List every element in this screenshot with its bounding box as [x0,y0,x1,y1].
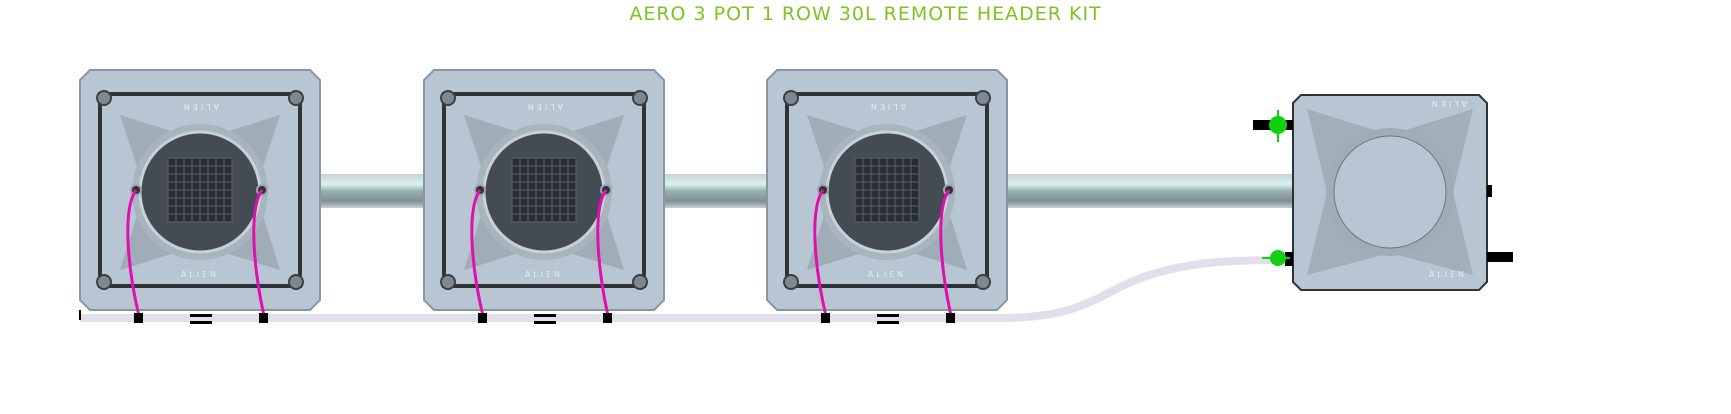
brand-logo: ALIEN [1429,270,1467,279]
brand-logo: ALIEN [181,102,219,111]
net-pot-grid-icon [854,157,920,223]
pot-rim [785,92,989,288]
drip-line [252,189,266,317]
corner-clip [975,90,991,106]
drip-line [813,189,828,317]
corner-clip [288,274,304,290]
hose-clip [190,321,212,324]
corner-clip [96,90,112,106]
brand-logo: ALIEN [868,102,906,111]
return-hose [80,256,1286,322]
hose-clip [877,321,899,324]
hose-clip [534,314,556,317]
corner-clip [632,274,648,290]
brand-logo: ALIEN [1429,99,1467,108]
drain-fitting [1487,252,1513,262]
diagram-title: AERO 3 POT 1 ROW 30L REMOTE HEADER KIT [629,3,1102,25]
manifold-fitting [946,313,955,323]
brand-logo: ALIEN [181,270,219,279]
hose-end-cap [79,310,81,320]
valve-handle [1277,110,1279,142]
pot-3: ALIEN ALIEN [766,69,1008,324]
manifold-fitting [603,313,612,323]
hose-clip [877,314,899,317]
manifold-fitting [478,313,487,323]
hose-clip [534,321,556,324]
corner-clip [783,90,799,106]
corner-clip [440,274,456,290]
pot-rim [98,92,302,288]
manifold-fitting [134,313,143,323]
manifold-fitting [259,313,268,323]
manifold-fitting [821,313,830,323]
drip-line [939,189,953,317]
corner-clip [783,274,799,290]
brand-logo: ALIEN [868,270,906,279]
drip-line [126,189,141,317]
brand-logo: ALIEN [525,102,563,111]
pot-1: ALIEN ALIEN [79,69,321,324]
net-pot-grid-icon [167,157,233,223]
side-port [1487,185,1492,197]
valve-handle [1262,257,1290,259]
reservoir-lid [1333,135,1447,249]
brand-logo: ALIEN [525,270,563,279]
reservoir: ALIEN ALIEN [1253,94,1513,291]
corner-clip [96,274,112,290]
drip-line [596,189,610,317]
pot-2: ALIEN ALIEN [423,69,665,324]
net-pot-grid-icon [511,157,577,223]
drip-line [470,189,485,317]
hose-clip [190,314,212,317]
corner-clip [975,274,991,290]
corner-clip [440,90,456,106]
pot-rim [442,92,646,288]
corner-clip [288,90,304,106]
corner-clip [632,90,648,106]
